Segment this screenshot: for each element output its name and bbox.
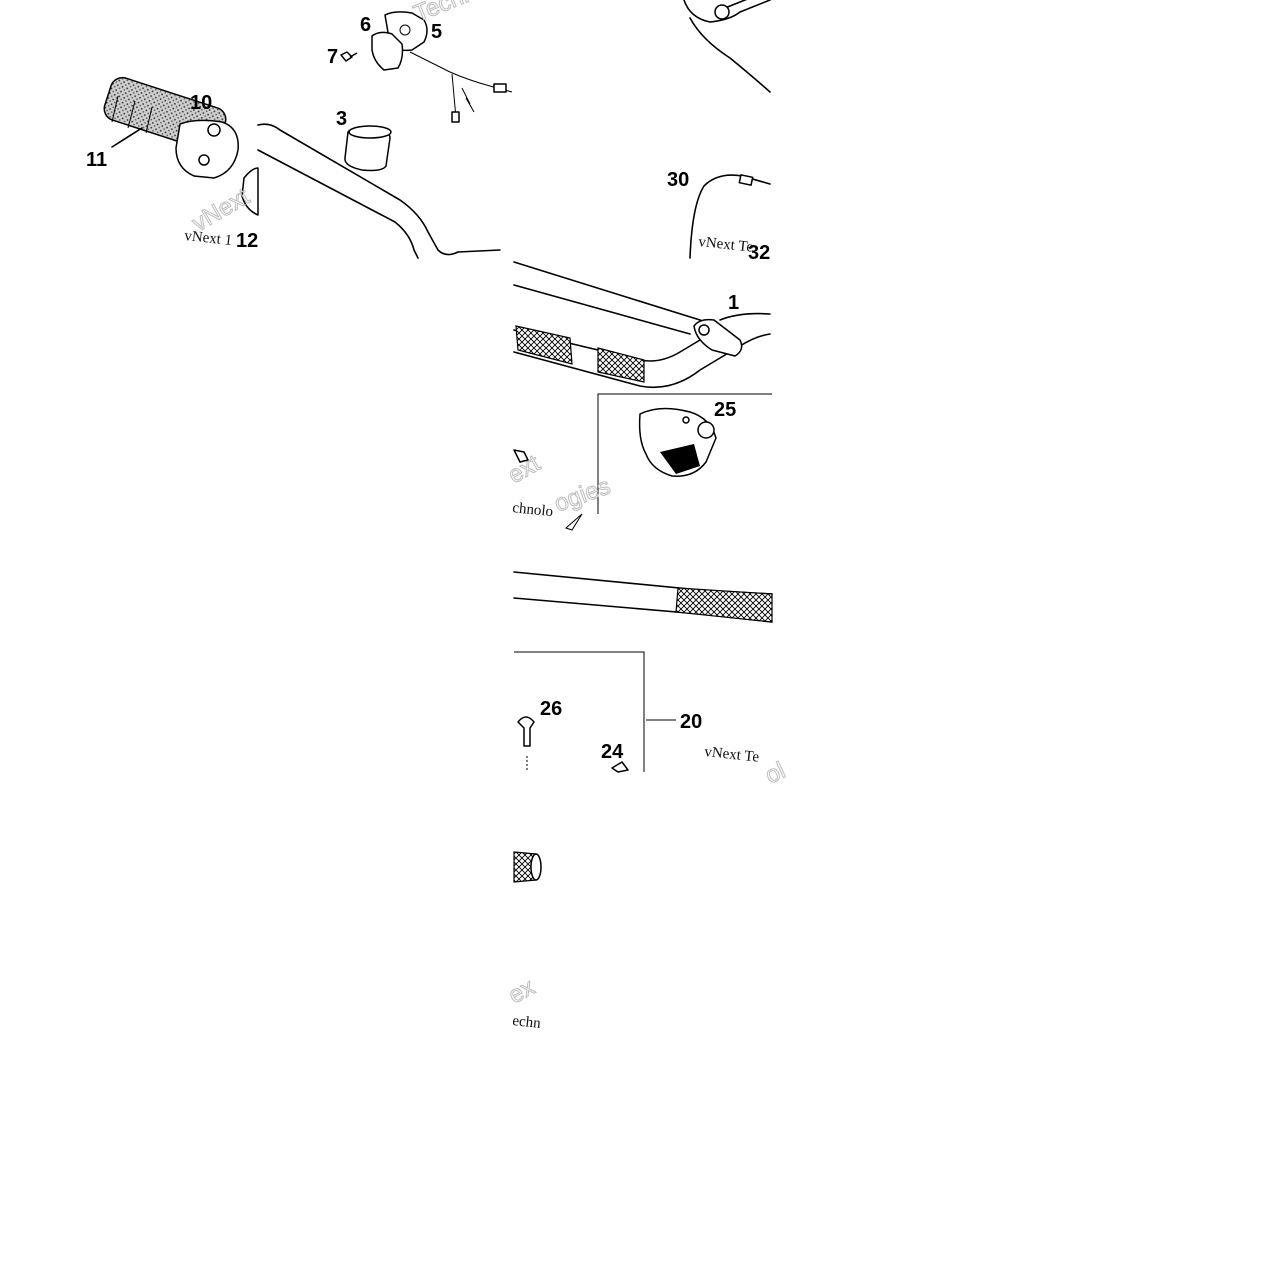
watermark-vnext-1: vNext 1 xyxy=(184,228,233,249)
callout-11: 11 xyxy=(86,149,107,171)
clamp-tail xyxy=(719,312,771,321)
callouts: 6 5 7 10 11 3 12 30 32 1 25 26 20 24 xyxy=(86,14,770,763)
callout-3: 3 xyxy=(336,108,347,130)
watermark-chnolo: chnolo xyxy=(512,500,554,520)
callout-12: 12 xyxy=(236,230,258,252)
throttle-housing-lower xyxy=(371,31,404,71)
leader-11 xyxy=(111,127,143,148)
watermark-vnext-2: vNext Te xyxy=(698,234,755,256)
watermark-vnext-3: vNext Te xyxy=(704,744,761,766)
watermark-ol: ol xyxy=(761,757,789,789)
watermark-ex: ex xyxy=(504,974,539,1010)
screw-24 xyxy=(611,761,629,773)
tile-top-right xyxy=(683,0,771,259)
watermark-techno: Techno xyxy=(410,0,492,28)
bar-end-fragment xyxy=(241,167,259,216)
watermark-ext: ext xyxy=(504,450,546,490)
bracket-boss xyxy=(697,421,715,439)
bolt-26 xyxy=(517,716,535,747)
tile-handlebar-main xyxy=(513,261,771,389)
callout-7: 7 xyxy=(327,46,338,68)
callout-30: 30 xyxy=(667,169,689,191)
housing-hole xyxy=(399,24,411,36)
callout-32: 32 xyxy=(748,242,770,264)
cable-tip xyxy=(565,513,583,531)
kill-switch-wire xyxy=(409,51,513,119)
throttle-body xyxy=(175,119,239,179)
tile-throttle-housing xyxy=(340,11,513,123)
bracket-hole xyxy=(714,4,730,20)
sleeve-top xyxy=(348,125,392,139)
tile-handlebar-left xyxy=(257,123,501,259)
knurl-2 xyxy=(597,347,645,383)
detail-box-25 xyxy=(597,393,772,514)
screw-7 xyxy=(340,51,358,62)
grip-segments xyxy=(111,95,153,134)
callout-25: 25 xyxy=(714,399,736,421)
grip-end-cap xyxy=(530,853,542,881)
cable-30 xyxy=(689,174,771,259)
throttle-screw xyxy=(198,154,210,166)
cable-end xyxy=(738,174,754,186)
wire-connector-2 xyxy=(493,83,507,93)
tile-grip-end xyxy=(513,851,542,883)
callout-6: 6 xyxy=(360,14,371,36)
callout-20: 20 xyxy=(680,711,702,733)
callout-5: 5 xyxy=(431,21,442,43)
handlebar-left-tube xyxy=(257,123,501,259)
clamp-hole xyxy=(698,324,710,336)
throttle-hole xyxy=(207,123,221,137)
watermark-ogies: ogies xyxy=(551,473,614,518)
knurl-3 xyxy=(675,587,773,623)
tile-throttle-grip xyxy=(103,76,259,216)
tile-crossbar xyxy=(513,571,773,623)
kit-box xyxy=(514,651,645,772)
callout-10: 10 xyxy=(190,92,212,114)
watermark-echn: echn xyxy=(512,1013,542,1032)
tile-hardware-kit xyxy=(514,651,676,773)
callout-24: 24 xyxy=(601,741,624,763)
bracket-screw xyxy=(682,416,690,424)
callout-1: 1 xyxy=(728,292,739,314)
wire-connector xyxy=(451,111,460,123)
callout-26: 26 xyxy=(540,698,562,720)
bracket-top xyxy=(683,0,771,93)
watermarks: Techno vNext vNext 1 vNext Te ext chnolo… xyxy=(184,0,790,1032)
knurl-1 xyxy=(515,325,573,365)
bracket-slot xyxy=(660,444,700,474)
tile-lever-bracket xyxy=(513,393,772,531)
small-pin xyxy=(513,449,529,463)
